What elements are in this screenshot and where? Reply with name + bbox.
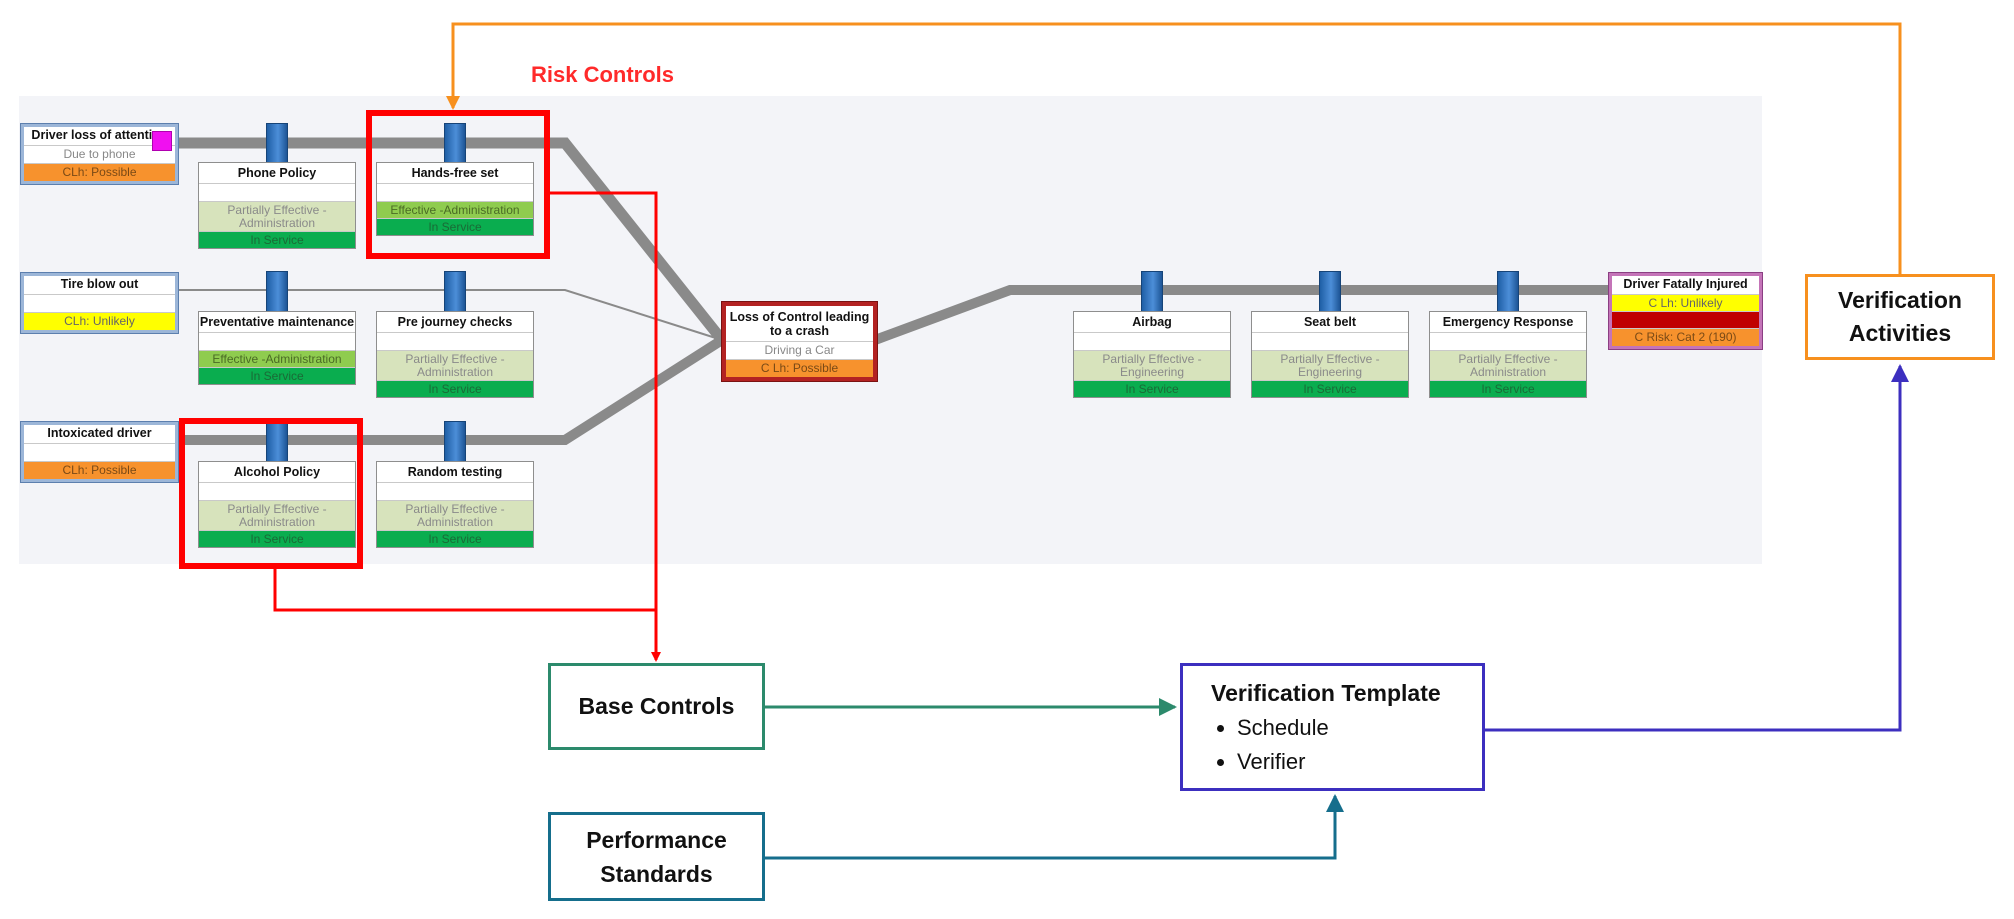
control-title: Hands-free set — [377, 163, 533, 184]
top-event-likelihood: C Lh: Possible — [726, 360, 873, 377]
performance-standards-box[interactable]: Performance Standards — [548, 812, 765, 901]
control-blank — [199, 483, 355, 501]
control-blank — [199, 333, 355, 351]
control-status: In Service — [199, 232, 355, 248]
threat-likelihood: CLh: Unlikely — [24, 313, 175, 330]
path-threat-1 — [175, 137, 727, 344]
control-box[interactable]: Emergency Response Partially Effective -… — [1429, 311, 1587, 398]
template-item-verifier: Verifier — [1237, 745, 1482, 779]
consequence-title: Driver Fatally Injured — [1612, 276, 1759, 295]
control-box[interactable]: Alcohol Policy Partially Effective - Adm… — [198, 461, 356, 548]
verification-template-box[interactable]: Verification Template Schedule Verifier — [1180, 663, 1485, 791]
barrier-phone-policy — [266, 123, 288, 165]
control-title: Pre journey checks — [377, 312, 533, 333]
verification-template-list: Schedule Verifier — [1211, 711, 1482, 779]
barrier-seat-belt — [1319, 271, 1341, 313]
threat-box[interactable]: Intoxicated driver CLh: Possible — [21, 422, 178, 482]
arrow-template-to-activities — [1485, 364, 1909, 732]
control-box[interactable]: Pre journey checks Partially Effective -… — [376, 311, 534, 398]
threat-box[interactable]: Tire blow out CLh: Unlikely — [21, 273, 178, 333]
control-title: Seat belt — [1252, 312, 1408, 333]
template-item-schedule: Schedule — [1237, 711, 1482, 745]
barrier-emergency-response — [1497, 271, 1519, 313]
control-blank — [1430, 333, 1586, 351]
control-status: In Service — [1074, 381, 1230, 397]
threat-box[interactable]: Driver loss of attention Due to phone CL… — [21, 124, 178, 184]
threat-title: Tire blow out — [24, 276, 175, 295]
control-status: In Service — [1430, 381, 1586, 397]
top-event-title: Loss of Control leading to a crash — [726, 306, 873, 342]
control-blank — [199, 184, 355, 202]
barrier-airbag — [1141, 271, 1163, 313]
top-event-box[interactable]: Loss of Control leading to a crash Drivi… — [722, 302, 877, 381]
control-status: In Service — [199, 531, 355, 547]
path-threat-3 — [175, 335, 725, 445]
control-effectiveness: Partially Effective - Administration — [199, 202, 355, 232]
consequence-risk: C Risk: Cat 2 (190) — [1612, 329, 1759, 346]
flag-icon — [152, 131, 172, 151]
barrier-pre-journey-checks — [444, 271, 466, 313]
threat-sub — [24, 444, 175, 462]
arrow-activities-to-controls — [446, 22, 1902, 274]
top-event-sub: Driving a Car — [726, 342, 873, 360]
threat-title: Intoxicated driver — [24, 425, 175, 444]
control-effectiveness: Effective -Administration — [199, 351, 355, 368]
control-status: In Service — [1252, 381, 1408, 397]
barrier-random-testing — [444, 421, 466, 463]
control-effectiveness: Partially Effective - Engineering — [1074, 351, 1230, 381]
control-blank — [377, 333, 533, 351]
control-blank — [1074, 333, 1230, 351]
control-box[interactable]: Seat belt Partially Effective - Engineer… — [1251, 311, 1409, 398]
base-controls-box[interactable]: Base Controls — [548, 663, 765, 750]
control-box[interactable]: Hands-free set Effective -Administration… — [376, 162, 534, 236]
control-status: In Service — [377, 531, 533, 547]
verification-template-title: Verification Template — [1211, 680, 1441, 706]
control-effectiveness: Partially Effective - Engineering — [1252, 351, 1408, 381]
control-box[interactable]: Airbag Partially Effective - Engineering… — [1073, 311, 1231, 398]
control-title: Alcohol Policy — [199, 462, 355, 483]
consequence-severity — [1612, 312, 1759, 329]
consequence-likelihood: C Lh: Unlikely — [1612, 295, 1759, 312]
verification-activities-box[interactable]: Verification Activities — [1805, 274, 1995, 360]
threat-sub: Due to phone — [24, 146, 175, 164]
control-box[interactable]: Random testing Partially Effective - Adm… — [376, 461, 534, 548]
control-blank — [377, 184, 533, 202]
control-blank — [377, 483, 533, 501]
threat-likelihood: CLh: Possible — [24, 164, 175, 181]
control-effectiveness: Partially Effective - Administration — [1430, 351, 1586, 381]
highlight-alcohol-policy — [179, 418, 363, 569]
arrow-alcohol-to-base — [273, 567, 656, 612]
control-title: Preventative maintenance — [199, 312, 355, 333]
threat-sub — [24, 295, 175, 313]
control-box[interactable]: Preventative maintenance Effective -Admi… — [198, 311, 356, 385]
arrow-handsfree-to-base — [549, 191, 661, 662]
control-blank — [1252, 333, 1408, 351]
control-effectiveness: Partially Effective - Administration — [199, 501, 355, 531]
control-title: Emergency Response — [1430, 312, 1586, 333]
control-status: In Service — [377, 219, 533, 235]
control-effectiveness: Partially Effective - Administration — [377, 501, 533, 531]
highlight-hands-free-set — [366, 110, 550, 259]
threat-likelihood: CLh: Possible — [24, 462, 175, 479]
path-threat-2 — [175, 289, 723, 341]
control-box[interactable]: Phone Policy Partially Effective - Admin… — [198, 162, 356, 249]
threat-title: Driver loss of attention — [24, 127, 175, 146]
control-title: Airbag — [1074, 312, 1230, 333]
control-effectiveness: Effective -Administration — [377, 202, 533, 219]
control-status: In Service — [199, 368, 355, 384]
control-effectiveness: Partially Effective - Administration — [377, 351, 533, 381]
control-title: Phone Policy — [199, 163, 355, 184]
barrier-preventative-maintenance — [266, 271, 288, 313]
risk-controls-caption: Risk Controls — [531, 62, 675, 87]
control-title: Random testing — [377, 462, 533, 483]
consequence-box[interactable]: Driver Fatally Injured C Lh: Unlikely C … — [1609, 273, 1762, 349]
control-status: In Service — [377, 381, 533, 397]
path-consequence — [873, 285, 1610, 345]
arrow-performance-to-template — [765, 794, 1344, 860]
